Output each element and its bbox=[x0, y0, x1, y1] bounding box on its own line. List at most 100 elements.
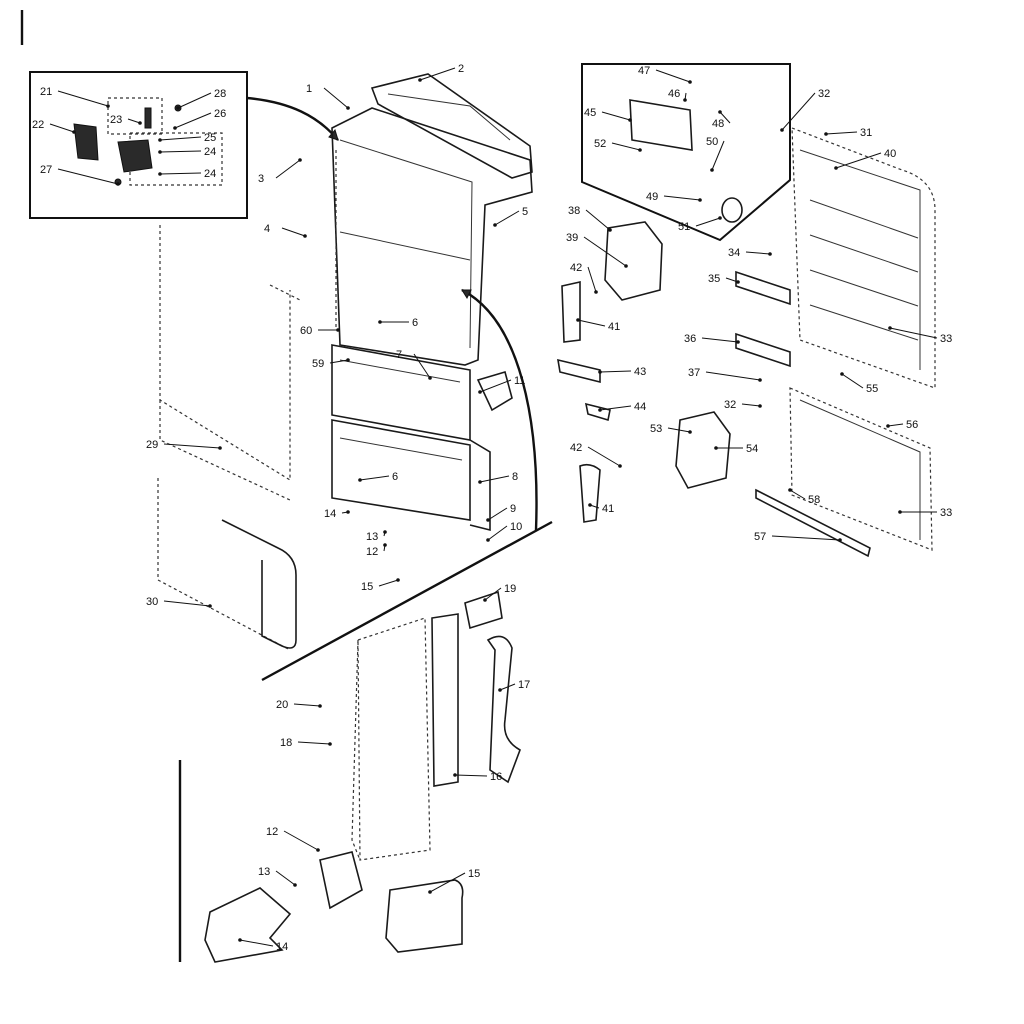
leader-line-27 bbox=[57, 168, 119, 185]
leader-line-39 bbox=[583, 236, 627, 267]
leader-arrowhead-43 bbox=[598, 370, 602, 374]
callout-label-18: 18 bbox=[280, 737, 292, 749]
leader-arrowhead-12 bbox=[316, 848, 320, 852]
leader-line-10 bbox=[487, 525, 508, 541]
leader-arrowhead-47 bbox=[688, 80, 692, 84]
callout-label-51: 51 bbox=[678, 221, 690, 233]
leader-arrowhead-33 bbox=[888, 326, 892, 330]
leader-line-23 bbox=[127, 118, 141, 124]
leader-arrowhead-42 bbox=[618, 464, 622, 468]
leader-arrowhead-58 bbox=[788, 488, 792, 492]
callout-label-50: 50 bbox=[706, 136, 718, 148]
callout-label-42: 42 bbox=[570, 442, 582, 454]
leader-arrowhead-24 bbox=[158, 172, 162, 176]
leader-arrowhead-55 bbox=[840, 372, 844, 376]
leader-arrowhead-37 bbox=[758, 378, 762, 382]
callout-label-12: 12 bbox=[266, 826, 278, 838]
leader-line-45 bbox=[601, 111, 631, 121]
leader-line-36 bbox=[701, 337, 739, 343]
leader-arrowhead-11 bbox=[478, 390, 482, 394]
leader-line-24 bbox=[159, 150, 202, 153]
leader-line-28 bbox=[177, 92, 212, 109]
leader-line-11 bbox=[479, 379, 512, 393]
control-housings bbox=[557, 221, 731, 523]
callout-label-56: 56 bbox=[906, 419, 918, 431]
callout-label-20: 20 bbox=[276, 699, 288, 711]
callout-label-8: 8 bbox=[512, 471, 518, 483]
leader-line-3 bbox=[275, 159, 301, 179]
leader-line-5 bbox=[494, 210, 520, 226]
part-11-bracket bbox=[476, 370, 513, 412]
callout-label-15: 15 bbox=[468, 868, 480, 880]
callout-label-39: 39 bbox=[566, 232, 578, 244]
callout-label-28: 28 bbox=[214, 88, 226, 100]
leader-arrowhead-13 bbox=[383, 530, 387, 534]
part-19-cap bbox=[464, 590, 503, 630]
leader-arrowhead-32 bbox=[758, 404, 762, 408]
leader-arrowhead-60 bbox=[336, 328, 340, 332]
part-57-strip bbox=[755, 488, 871, 558]
leader-line-8 bbox=[479, 475, 510, 483]
lower-door-liner bbox=[755, 387, 933, 558]
leader-line-12 bbox=[283, 830, 319, 851]
leader-line-32 bbox=[781, 92, 816, 131]
callout-labels: 1234566789101112121313141415151617181920… bbox=[32, 63, 952, 953]
leader-line-42 bbox=[587, 266, 597, 293]
control-detail-inset bbox=[581, 63, 791, 242]
leader-arrowhead-41 bbox=[588, 503, 592, 507]
connector-arrow-mid bbox=[461, 288, 538, 531]
callout-label-38: 38 bbox=[568, 205, 580, 217]
callout-label-4: 4 bbox=[264, 223, 270, 235]
callout-label-23: 23 bbox=[110, 114, 122, 126]
leader-arrowhead-9 bbox=[486, 518, 490, 522]
leader-line-41 bbox=[577, 319, 606, 327]
callout-label-14: 14 bbox=[276, 941, 288, 953]
leader-line-4 bbox=[281, 227, 306, 237]
leader-line-6 bbox=[359, 475, 390, 481]
leader-line-50 bbox=[711, 140, 725, 171]
leader-arrowhead-31 bbox=[824, 132, 828, 136]
callout-label-29: 29 bbox=[146, 439, 158, 451]
freezer-door-panel bbox=[351, 590, 521, 861]
leader-arrowhead-48 bbox=[718, 110, 722, 114]
callout-label-48: 48 bbox=[712, 118, 724, 130]
leader-arrowhead-6 bbox=[378, 320, 382, 324]
callout-label-57: 57 bbox=[754, 531, 766, 543]
leader-line-53 bbox=[667, 427, 691, 433]
leader-line-13 bbox=[275, 870, 296, 886]
callout-label-25: 25 bbox=[204, 132, 216, 144]
leader-arrowhead-53 bbox=[688, 430, 692, 434]
leader-arrowhead-30 bbox=[208, 604, 212, 608]
leader-arrowhead-3 bbox=[298, 158, 302, 162]
leader-arrowhead-4 bbox=[303, 234, 307, 238]
leader-line-25 bbox=[159, 136, 202, 141]
callout-label-6: 6 bbox=[392, 471, 398, 483]
door-30-outline bbox=[157, 478, 297, 651]
door-29-outline bbox=[159, 225, 301, 501]
leader-arrowhead-41 bbox=[576, 318, 580, 322]
callout-label-21: 21 bbox=[40, 86, 52, 98]
leader-line-57 bbox=[771, 535, 841, 541]
callout-label-32: 32 bbox=[818, 88, 830, 100]
callout-label-9: 9 bbox=[510, 503, 516, 515]
leader-line-59 bbox=[329, 359, 349, 364]
leader-arrowhead-18 bbox=[328, 742, 332, 746]
leader-line-30 bbox=[163, 600, 211, 607]
leader-arrowhead-22 bbox=[72, 130, 76, 134]
leader-arrowhead-45 bbox=[628, 118, 632, 122]
leader-line-44 bbox=[599, 405, 632, 411]
leader-arrowhead-34 bbox=[768, 252, 772, 256]
callout-label-15: 15 bbox=[361, 581, 373, 593]
leader-line-14 bbox=[239, 939, 274, 947]
callout-label-42: 42 bbox=[570, 262, 582, 274]
leader-line-43 bbox=[599, 370, 632, 373]
callout-label-24: 24 bbox=[204, 168, 216, 180]
leader-arrowhead-15 bbox=[396, 578, 400, 582]
leader-line-2 bbox=[419, 67, 456, 81]
leader-line-52 bbox=[611, 142, 641, 151]
leader-line-56 bbox=[887, 423, 904, 427]
callout-label-16: 16 bbox=[490, 771, 502, 783]
leader-arrowhead-26 bbox=[173, 126, 177, 130]
callout-label-22: 22 bbox=[32, 119, 44, 131]
leader-arrowhead-39 bbox=[624, 264, 628, 268]
